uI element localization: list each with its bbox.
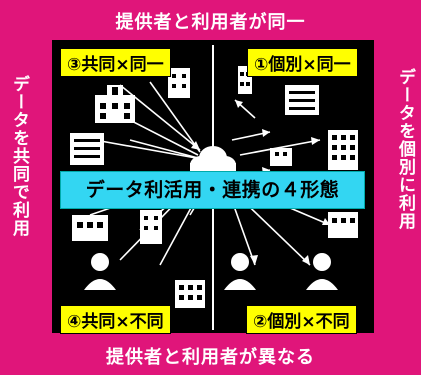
cloud-icon xyxy=(190,146,236,175)
top-title: 提供者と利用者が同一 xyxy=(115,12,306,33)
person-icon-right-2 xyxy=(306,253,338,290)
building-icon xyxy=(95,85,135,123)
left-side-label: データを共同で利用 xyxy=(9,75,29,237)
tower-icon-lower xyxy=(140,210,162,244)
center-banner: データ利活用・連携の４形態 xyxy=(60,171,365,209)
person-icon-right xyxy=(224,253,256,290)
building-icon-lower-right xyxy=(328,212,358,238)
arrow-heads xyxy=(188,100,330,265)
office-icon xyxy=(70,133,104,165)
quadrant-label-2: ②個別×不同 xyxy=(246,305,357,334)
tower-icon xyxy=(168,68,190,98)
person-icon xyxy=(84,253,116,290)
bottom-title: 提供者と利用者が異なる xyxy=(106,347,315,368)
quadrant-label-1: ①個別×同一 xyxy=(247,48,358,77)
quadrant-label-4: ④共同×不同 xyxy=(60,305,171,334)
small-house-icon-right xyxy=(270,148,292,166)
quadrant-label-3: ③共同×同一 xyxy=(60,48,171,77)
shop-icon xyxy=(72,215,108,241)
building-icon-lower xyxy=(175,280,205,308)
tower-icon-right xyxy=(328,130,358,170)
office-icon-right xyxy=(285,85,319,115)
right-side-label: データを個別に利用 xyxy=(395,68,415,230)
